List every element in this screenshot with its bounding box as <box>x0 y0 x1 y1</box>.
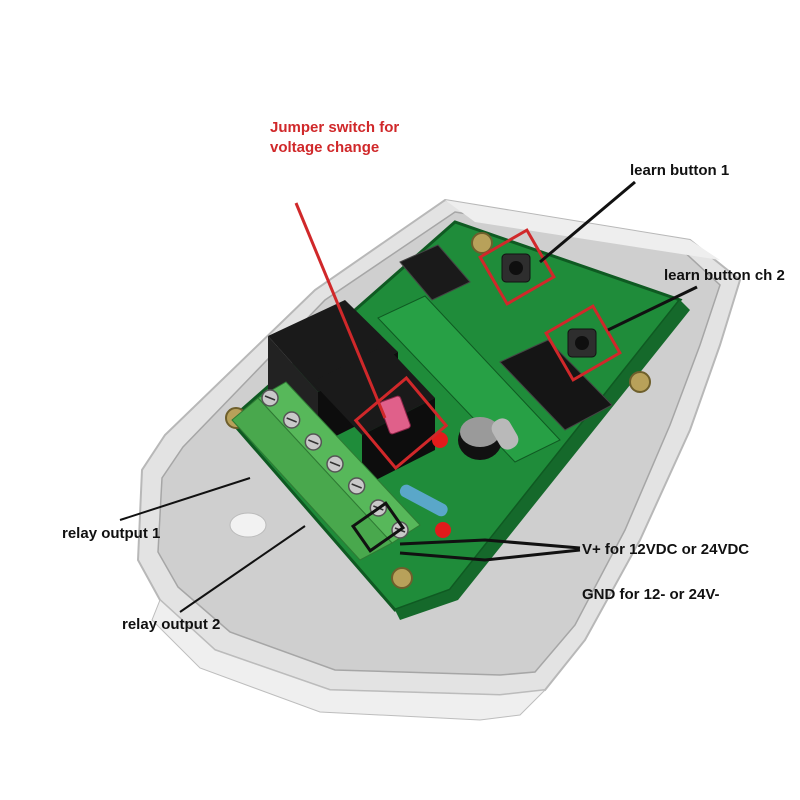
screw-slot <box>264 395 276 401</box>
learn1-pointer-line <box>539 180 636 264</box>
vplus-label: V+ for 12VDC or 24VDC <box>582 541 750 558</box>
relay2-pointer-line <box>179 525 306 613</box>
jumper-switch-label: Jumper switch for voltage change <box>270 119 400 156</box>
rf-module <box>377 295 561 463</box>
relay-output-1-label: relay output 1 <box>62 525 161 542</box>
crystal <box>491 418 519 450</box>
learn-button-ch2-label: learn button ch 2 <box>664 267 785 284</box>
power-pointer-lines <box>399 538 581 562</box>
power-terminal-highlight-box <box>350 501 406 553</box>
gnd-label: GND for 12- or 24V- <box>582 586 720 603</box>
learn2-pointer-line <box>607 285 698 332</box>
screw-slot <box>329 461 341 467</box>
resistor <box>399 484 448 517</box>
screw-slot <box>308 439 319 445</box>
relay-output-2-label: relay output 2 <box>122 616 221 633</box>
electrolytic-capacitor <box>458 417 502 460</box>
screw-icon <box>629 371 651 393</box>
ic-8pin <box>399 244 471 301</box>
voltage-jumper[interactable] <box>379 395 411 435</box>
relay1-pointer-line <box>119 477 251 521</box>
screw-icon <box>471 232 493 254</box>
learn-button-1-highlight-box <box>478 228 556 306</box>
jumper-highlight-box <box>353 375 449 471</box>
ic-14pin <box>499 339 613 431</box>
led-icon <box>435 522 451 538</box>
learn-button-1-label: learn button 1 <box>630 162 730 179</box>
learn-button-2-highlight-box <box>544 304 622 382</box>
screw-slot <box>286 417 297 423</box>
screw-slot <box>351 483 362 489</box>
jumper-pointer-line <box>294 202 387 419</box>
screw-icon <box>391 567 413 589</box>
